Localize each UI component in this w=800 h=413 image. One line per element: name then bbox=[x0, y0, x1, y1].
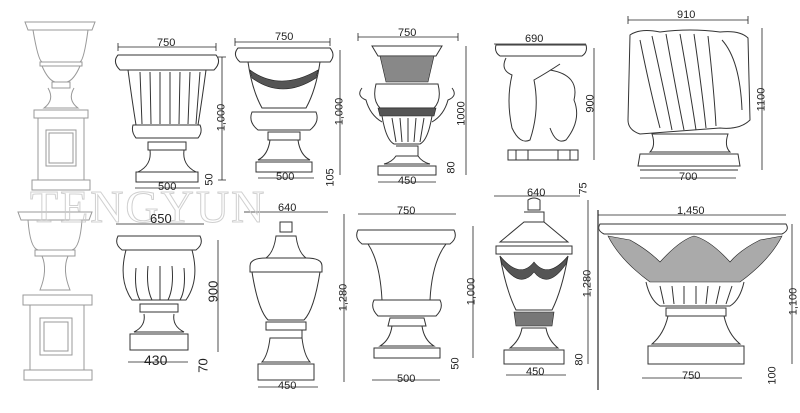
pedestal-urn-bottom-drawing bbox=[17, 211, 93, 381]
fluted-urn-base: 500 bbox=[158, 181, 177, 193]
garland-urn-base: 500 bbox=[276, 171, 295, 183]
gadrooned-urn-width: 650 bbox=[150, 211, 172, 226]
handled-urn-width: 750 bbox=[398, 27, 417, 39]
lidded-urn-plain-drawing bbox=[249, 221, 323, 381]
shell-planter-base: 700 bbox=[679, 171, 698, 183]
dimension-lines bbox=[116, 16, 793, 390]
lidded-urn-plain-width: 640 bbox=[278, 202, 297, 214]
campana-urn-drawing bbox=[356, 229, 456, 359]
lidded-urn-plain-base: 450 bbox=[278, 380, 297, 392]
acanthus-bowl-drawing bbox=[598, 223, 788, 365]
gadrooned-urn-height: 900 bbox=[205, 280, 221, 303]
handled-urn-base: 450 bbox=[398, 175, 417, 187]
shell-planter-width: 910 bbox=[677, 9, 696, 21]
campana-urn-base: 500 bbox=[397, 373, 416, 385]
garland-urn-plinth: 105 bbox=[324, 168, 337, 187]
acanthus-bowl-width: 1,450 bbox=[677, 205, 705, 217]
handled-urn-drawing bbox=[359, 45, 455, 176]
garland-urn-width: 750 bbox=[275, 31, 294, 43]
handled-urn-plinth: 80 bbox=[445, 161, 458, 174]
gadrooned-urn-plinth: 70 bbox=[195, 358, 211, 373]
lidded-urn-garland-height: 1,280 bbox=[581, 269, 594, 298]
fluted-urn-height: 1,000 bbox=[215, 103, 228, 132]
garland-urn-height: 1,000 bbox=[333, 97, 346, 126]
watermark-text: TENGYUN bbox=[29, 181, 267, 233]
gadrooned-urn-base: 430 bbox=[144, 352, 168, 368]
handled-urn-height: 1000 bbox=[455, 101, 468, 126]
garland-urn-drawing bbox=[234, 47, 334, 173]
pedestal-urn-top-drawing bbox=[24, 21, 96, 191]
lidded-urn-garland-base: 450 bbox=[526, 366, 545, 378]
campana-urn-width: 750 bbox=[397, 205, 416, 217]
shell-planter-drawing bbox=[627, 29, 751, 171]
acanthus-bowl-height: 1,100 bbox=[787, 287, 800, 316]
campana-urn-plinth: 50 bbox=[449, 357, 462, 370]
fluted-urn-width: 750 bbox=[157, 37, 176, 49]
cherub-planter-drawing bbox=[495, 44, 587, 161]
cherub-planter-height: 900 bbox=[584, 94, 597, 113]
campana-urn-height: 1,000 bbox=[465, 277, 478, 306]
lidded-urn-garland-width: 640 bbox=[527, 187, 546, 199]
gadrooned-urn-drawing bbox=[116, 235, 202, 351]
acanthus-bowl-plinth: 100 bbox=[766, 366, 779, 385]
shell-planter-height: 1100 bbox=[755, 87, 768, 112]
cherub-planter-width: 690 bbox=[525, 33, 544, 45]
fluted-urn-plinth: 50 bbox=[203, 173, 216, 186]
lidded-urn-garland-drawing bbox=[495, 197, 573, 365]
acanthus-bowl-base: 750 bbox=[682, 370, 701, 382]
lidded-urn-garland-plinth: 80 bbox=[573, 353, 586, 366]
fluted-urn-drawing bbox=[114, 54, 220, 183]
lidded-urn-plain-height: 1,280 bbox=[337, 283, 350, 312]
lidded-urn-garland-top: 75 bbox=[577, 182, 590, 195]
